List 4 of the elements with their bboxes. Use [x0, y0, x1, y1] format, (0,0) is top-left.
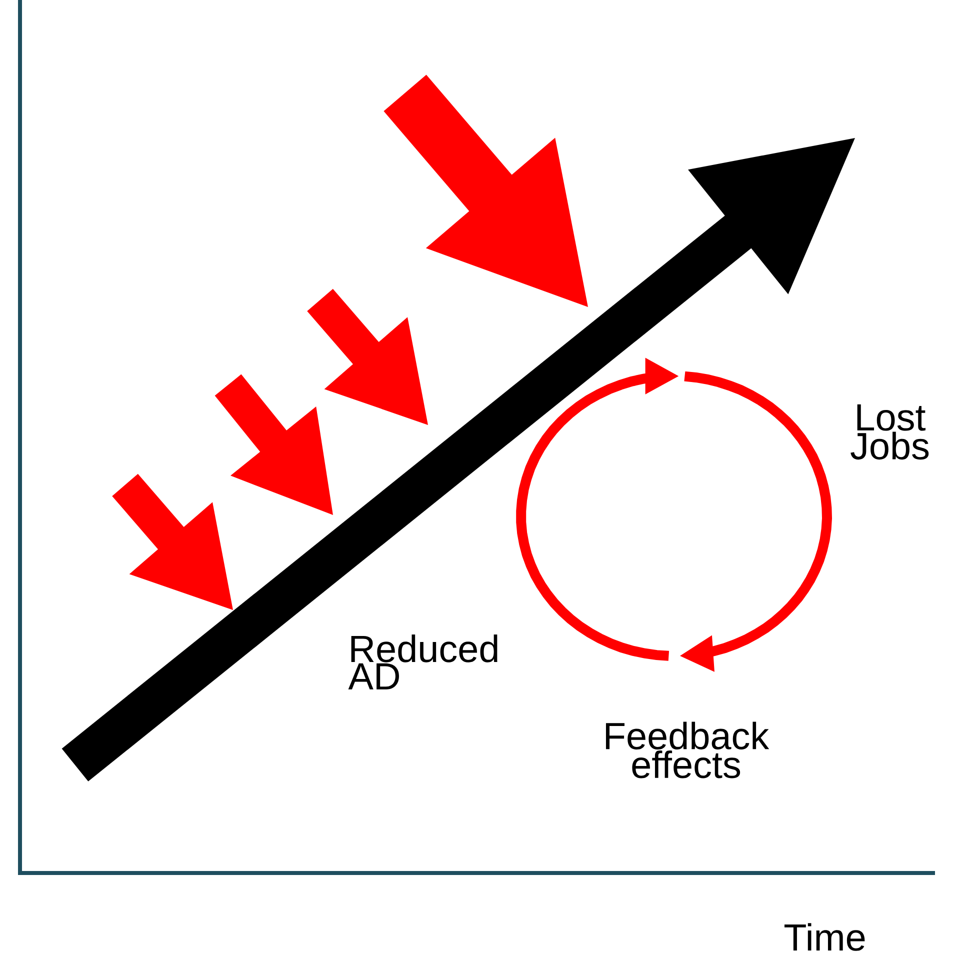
- annotation: Feedback effects: [606, 722, 770, 778]
- annotation: Lost Jobs: [850, 404, 929, 460]
- axis-label: Time: [784, 923, 865, 951]
- annotation: Reduced AD: [348, 634, 498, 690]
